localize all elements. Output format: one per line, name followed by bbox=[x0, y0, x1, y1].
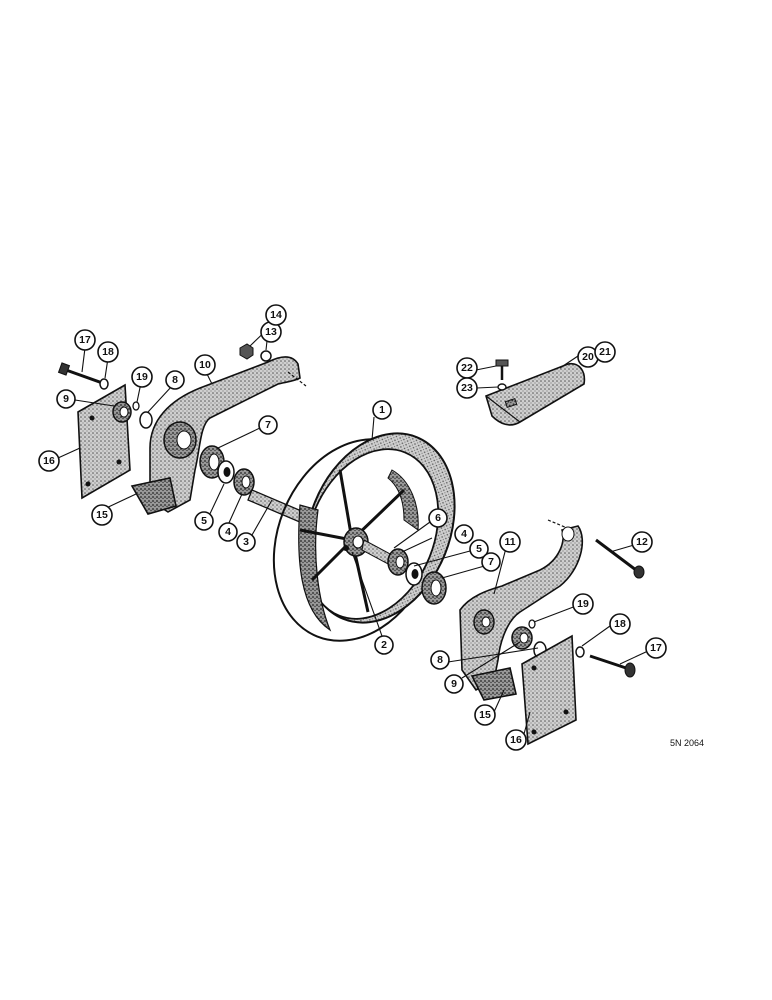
svg-text:9: 9 bbox=[451, 678, 457, 690]
callout-8-right: 8 bbox=[430, 650, 450, 670]
right-bearing-cone bbox=[405, 562, 423, 586]
left-small-washer bbox=[132, 401, 140, 411]
svg-text:17: 17 bbox=[79, 334, 91, 346]
callout-18-left: 18 bbox=[97, 341, 119, 363]
svg-text:12: 12 bbox=[636, 536, 648, 548]
callout-17-right: 17 bbox=[645, 637, 667, 659]
svg-text:15: 15 bbox=[479, 709, 491, 721]
callout-10: 10 bbox=[194, 354, 216, 376]
shield-lock-washer bbox=[497, 383, 507, 391]
right-bearing bbox=[387, 548, 409, 576]
callout-6: 6 bbox=[428, 508, 448, 528]
svg-text:1: 1 bbox=[379, 404, 385, 416]
callout-4-left: 4 bbox=[218, 522, 238, 542]
figure-reference-code: 5N 2064 bbox=[670, 738, 704, 748]
svg-text:2: 2 bbox=[381, 639, 387, 651]
svg-text:3: 3 bbox=[243, 536, 249, 548]
svg-text:7: 7 bbox=[488, 556, 494, 568]
callout-8-left: 8 bbox=[165, 370, 185, 390]
svg-text:15: 15 bbox=[96, 509, 108, 521]
callout-17-left: 17 bbox=[74, 329, 96, 351]
svg-text:18: 18 bbox=[614, 618, 626, 630]
callout-21: 21 bbox=[594, 341, 616, 363]
svg-text:14: 14 bbox=[270, 309, 282, 321]
callout-3: 3 bbox=[236, 532, 256, 552]
left-bearing-cone bbox=[217, 460, 235, 484]
left-lock-washer bbox=[99, 378, 109, 390]
svg-text:23: 23 bbox=[461, 382, 473, 394]
svg-text:13: 13 bbox=[265, 326, 277, 338]
svg-text:18: 18 bbox=[102, 346, 114, 358]
right-mounting-plate bbox=[521, 634, 577, 746]
svg-text:6: 6 bbox=[435, 512, 441, 524]
callout-19-right: 19 bbox=[572, 593, 594, 615]
svg-text:4: 4 bbox=[461, 528, 467, 540]
callout-12: 12 bbox=[631, 531, 653, 553]
svg-text:21: 21 bbox=[599, 346, 611, 358]
callout-5-right: 5 bbox=[469, 539, 489, 559]
callout-14: 14 bbox=[265, 304, 287, 326]
right-arm bbox=[459, 519, 584, 701]
svg-text:16: 16 bbox=[43, 455, 55, 467]
right-arm-bolt bbox=[595, 538, 645, 579]
grease-fitting bbox=[343, 545, 349, 551]
left-bearing bbox=[233, 468, 255, 496]
callout-16-left: 16 bbox=[38, 450, 60, 472]
svg-text:10: 10 bbox=[199, 359, 211, 371]
callout-23: 23 bbox=[456, 377, 478, 399]
svg-text:16: 16 bbox=[510, 734, 522, 746]
right-lock-washer bbox=[575, 646, 585, 658]
callout-18-right: 18 bbox=[609, 613, 631, 635]
callout-5-left: 5 bbox=[194, 511, 214, 531]
callout-15-left: 15 bbox=[91, 504, 113, 526]
callout-1: 1 bbox=[372, 400, 392, 420]
callout-22: 22 bbox=[456, 357, 478, 379]
svg-text:8: 8 bbox=[437, 654, 443, 666]
svg-text:11: 11 bbox=[504, 536, 515, 548]
svg-text:19: 19 bbox=[577, 598, 589, 610]
callout-16-right: 16 bbox=[505, 729, 527, 751]
left-arm bbox=[130, 356, 307, 515]
callout-9-left: 9 bbox=[56, 389, 76, 409]
shield bbox=[485, 362, 586, 426]
svg-text:7: 7 bbox=[265, 419, 271, 431]
shield-bolt bbox=[495, 359, 509, 380]
svg-text:19: 19 bbox=[136, 371, 148, 383]
svg-text:4: 4 bbox=[225, 526, 231, 538]
pulley-wheel bbox=[272, 432, 456, 642]
svg-text:22: 22 bbox=[461, 362, 473, 374]
svg-text:5: 5 bbox=[476, 543, 482, 555]
right-small-washer bbox=[528, 619, 536, 629]
right-plate-bolt bbox=[589, 654, 636, 678]
callout-2: 2 bbox=[374, 635, 394, 655]
callout-11: 11 bbox=[499, 531, 521, 553]
callout-15-right: 15 bbox=[474, 704, 496, 726]
svg-text:5: 5 bbox=[201, 515, 207, 527]
left-bushing bbox=[112, 401, 132, 423]
leader-lines bbox=[57, 319, 649, 735]
arm-lock-washer bbox=[260, 350, 272, 362]
callout-4-right: 4 bbox=[454, 524, 474, 544]
svg-text:20: 20 bbox=[582, 351, 594, 363]
svg-text:17: 17 bbox=[650, 642, 662, 654]
callout-19-left: 19 bbox=[131, 366, 153, 388]
svg-text:9: 9 bbox=[63, 393, 69, 405]
svg-text:8: 8 bbox=[172, 374, 178, 386]
right-bearing-cup bbox=[421, 571, 447, 605]
callout-7-right: 7 bbox=[481, 552, 501, 572]
callout-7-left: 7 bbox=[258, 415, 278, 435]
left-large-washer bbox=[139, 411, 153, 429]
arm-nut bbox=[239, 343, 254, 360]
callout-9-right: 9 bbox=[444, 674, 464, 694]
